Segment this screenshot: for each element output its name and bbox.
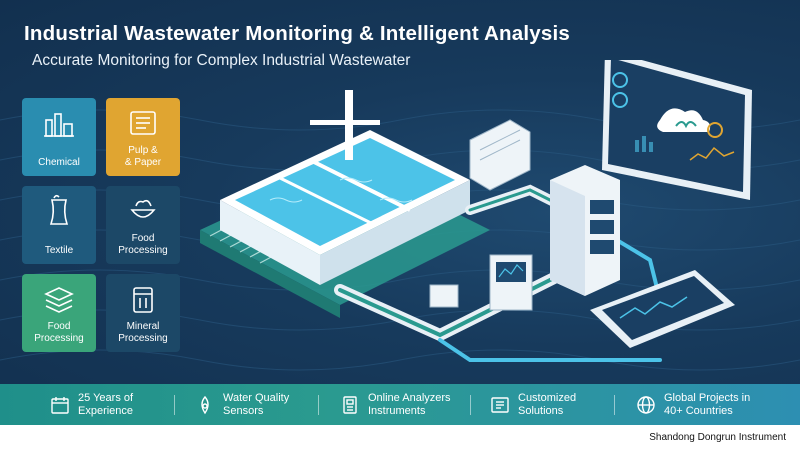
analyzer-cabinet (550, 165, 620, 296)
brand-name: Shandong Dongrun Instrument (649, 432, 786, 443)
divider (470, 395, 471, 415)
industry-tile-pulp-paper[interactable]: Pulp & & Paper (106, 98, 180, 176)
features-bar: 25 Years of Experience Water Quality Sen… (0, 384, 800, 425)
dashboard-monitor (602, 60, 752, 200)
industry-label: Pulp & & Paper (124, 145, 162, 168)
feature-custom-solutions: Customized Solutions (490, 384, 576, 425)
chemical-plant-icon (44, 113, 74, 137)
analyzer-icon (343, 395, 357, 414)
industry-tile-food-processing[interactable]: Food Processing (106, 186, 180, 264)
divider (318, 395, 319, 415)
feature-global-projects: Global Projects in 40+ Countries (636, 384, 750, 425)
food-bowl-icon (130, 199, 156, 218)
layered-box-icon (44, 287, 74, 313)
industry-label: Textile (44, 244, 74, 256)
page-subtitle: Accurate Monitoring for Complex Industri… (32, 52, 411, 69)
feature-experience: 25 Years of Experience (50, 384, 133, 425)
feature-sensors: Water Quality Sensors (195, 384, 289, 425)
feature-analyzers: Online Analyzers Instruments (340, 384, 451, 425)
industry-label: Food Processing (118, 233, 168, 256)
industry-tiles: Chemical Pulp & & Paper Textile Food Pro… (22, 98, 182, 358)
flow-meter (429, 254, 533, 311)
divider (174, 395, 175, 415)
poster: Industrial Wastewater Monitoring & Intel… (0, 0, 800, 425)
data-tablet (590, 270, 735, 348)
water-basin (220, 120, 470, 285)
industry-tile-textile[interactable]: Textile (22, 186, 96, 264)
industry-label: Chemical (38, 156, 80, 168)
globe-icon (637, 395, 655, 414)
industry-tile-chemical[interactable]: Chemical (22, 98, 96, 176)
industry-label: Food Processing (34, 321, 84, 344)
calendar-icon (51, 396, 69, 414)
treatment-plant-illustration (200, 60, 752, 362)
settings-board-icon (491, 396, 509, 413)
divider (614, 395, 615, 415)
industry-tile-mineral-processing[interactable]: Mineral Processing (106, 274, 180, 352)
feature-label: Customized Solutions (518, 392, 577, 417)
feature-label: Global Projects in 40+ Countries (664, 392, 751, 417)
feature-label: Water Quality Sensors (223, 392, 290, 417)
feature-label: 25 Years of Experience (78, 392, 134, 417)
page-title: Industrial Wastewater Monitoring & Intel… (24, 22, 570, 45)
industry-label: Mineral Processing (118, 321, 168, 344)
paper-machine-icon (130, 111, 156, 135)
feature-label: Online Analyzers Instruments (368, 392, 451, 417)
cooling-tower-icon (49, 194, 69, 225)
mineral-tank-icon (133, 287, 153, 313)
sensor-icon (201, 395, 209, 414)
plant-building (345, 90, 531, 191)
industry-tile-food-processing-2[interactable]: Food Processing (22, 274, 96, 352)
